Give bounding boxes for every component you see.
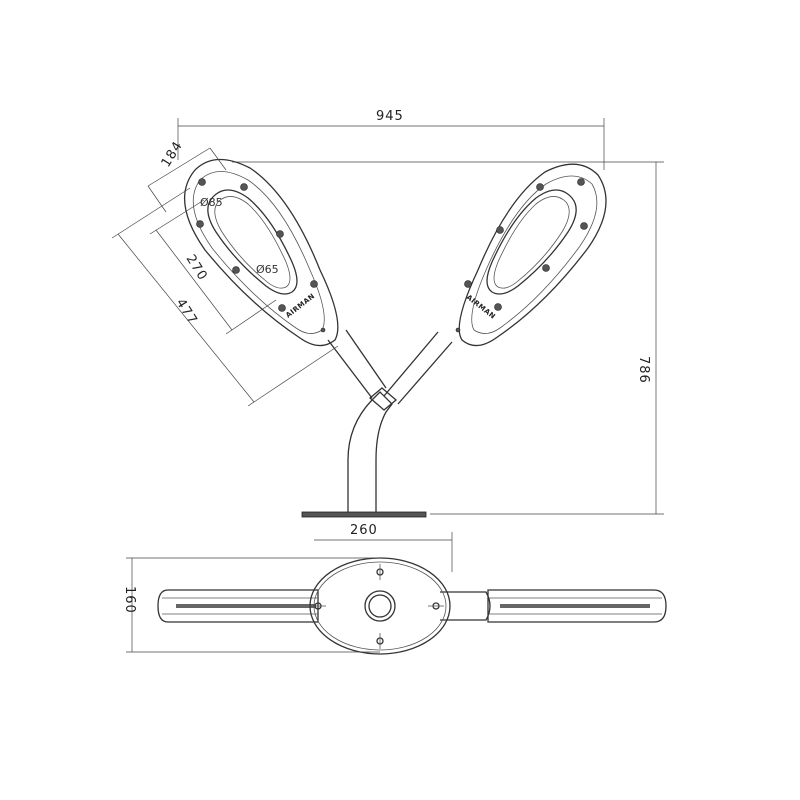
dim-overall-width: 945 [177, 109, 605, 170]
dim-base-plate-label: 260 [350, 523, 378, 538]
dim-overall-height: 786 [232, 161, 664, 515]
right-brand-label: AIRMAN [465, 293, 497, 321]
screw [496, 226, 504, 234]
screw [494, 303, 502, 311]
screw [320, 327, 326, 333]
post-collar [368, 387, 398, 411]
screw [464, 280, 472, 288]
lens-small-label: Ø65 [256, 263, 279, 276]
screw [196, 220, 204, 228]
screw [577, 178, 585, 186]
screw [542, 264, 550, 272]
dim-top-depth-label: 160 [122, 586, 137, 614]
top-right-arm [487, 589, 667, 623]
screw [580, 222, 588, 230]
dim-base-plate: 260 [314, 523, 453, 572]
top-pole-outer [364, 590, 396, 622]
screw [455, 327, 461, 333]
lens-large-label: Ø85 [200, 196, 223, 209]
right-optic-inner [493, 196, 570, 289]
top-left-arm [157, 589, 319, 623]
right-head-outline [458, 163, 607, 347]
top-view: 160 [122, 557, 667, 655]
right-arm [383, 331, 453, 405]
right-head-inner [471, 175, 598, 334]
top-connector-sleeve [440, 591, 491, 621]
screw [278, 304, 286, 312]
dim-overall-height-label: 786 [636, 356, 651, 384]
screw [240, 183, 248, 191]
dim-overall-width-label: 945 [376, 109, 404, 124]
left-optic-window [207, 189, 298, 295]
screw [198, 178, 206, 186]
dim-head-length-label: 477 [173, 296, 200, 328]
left-brand-label: AIRMAN [284, 292, 316, 320]
screw [536, 183, 544, 191]
screw [310, 280, 318, 288]
left-luminaire-head: AIRMAN Ø85 Ø65 [183, 158, 339, 347]
center-post [347, 391, 393, 512]
top-left-lens [176, 604, 316, 608]
left-head-outline [183, 158, 339, 347]
left-arm [327, 329, 387, 399]
dim-top-depth: 160 [122, 557, 380, 653]
base-plate [301, 511, 427, 518]
top-pole-inner [368, 594, 392, 618]
screw [232, 266, 240, 274]
top-right-lens [500, 604, 650, 608]
dim-optic-length-label: 270 [183, 252, 210, 284]
front-view: AIRMAN Ø85 Ø65 AIRMAN 945 [111, 109, 664, 572]
right-optic-window [486, 189, 577, 295]
left-optic-inner [214, 196, 291, 289]
screw [276, 230, 284, 238]
right-luminaire-head: AIRMAN [455, 163, 607, 347]
